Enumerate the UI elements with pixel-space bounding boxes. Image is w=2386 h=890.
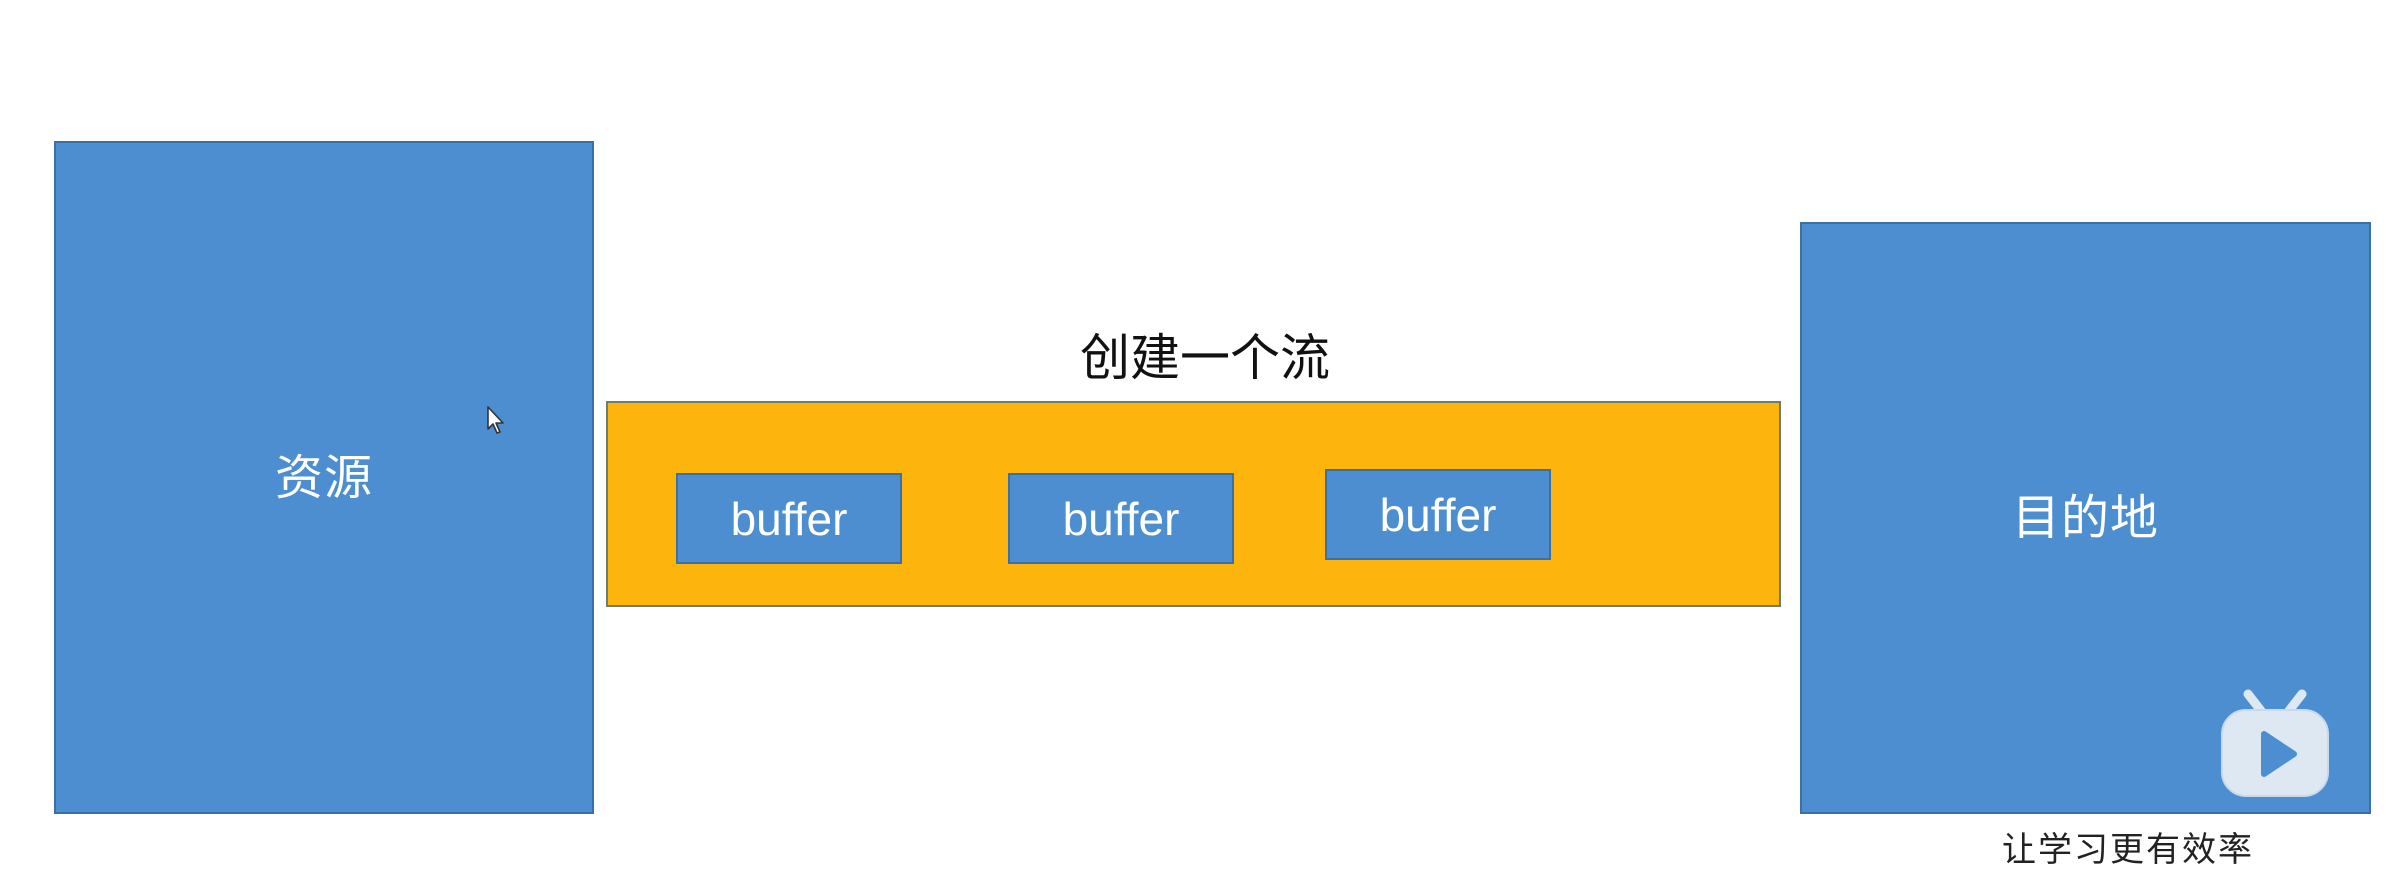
destination-label: 目的地: [2011, 490, 2159, 546]
buffer-box-1: buffer: [676, 473, 902, 564]
watermark-text: 让学习更有效率: [2002, 830, 2254, 870]
source-label: 资源: [274, 449, 373, 506]
buffer-box-3: buffer: [1325, 469, 1551, 560]
mouse-cursor-icon: [487, 406, 504, 434]
bilibili-tv-play-icon: [2221, 689, 2329, 797]
source-box: 资源: [54, 141, 594, 814]
destination-box: 目的地: [1800, 222, 2371, 814]
stream-title: 创建一个流: [1080, 329, 1330, 387]
buffer-box-2: buffer: [1008, 473, 1234, 564]
